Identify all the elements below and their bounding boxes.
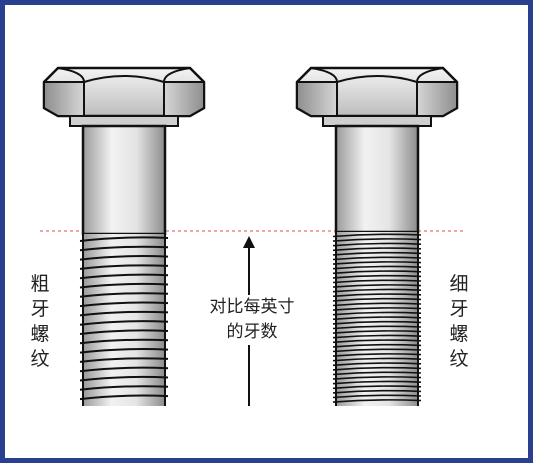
thread-line xyxy=(79,301,169,308)
fine-thread-label: 细 牙 螺 纹 xyxy=(447,272,471,372)
thread-line xyxy=(332,238,422,242)
thread-line xyxy=(79,292,169,298)
center-caption: 对比每英寸 的牙数 xyxy=(190,295,314,345)
thread-line xyxy=(79,329,169,335)
thread-line xyxy=(332,256,422,261)
thread-line xyxy=(79,394,169,401)
thread-line xyxy=(79,255,169,261)
thread-line xyxy=(332,316,422,321)
thread-line xyxy=(332,311,422,316)
thread-line xyxy=(332,320,422,325)
coarse-label-char-1: 粗 xyxy=(30,273,50,295)
thread-line xyxy=(332,325,422,330)
thread-line xyxy=(332,385,422,390)
thread-line xyxy=(79,236,169,242)
thread-line xyxy=(332,339,422,344)
thread-line xyxy=(332,330,422,334)
coarse-label-char-3: 螺 xyxy=(30,323,50,345)
thread-line xyxy=(332,343,422,348)
fine-label-char-1: 细 xyxy=(449,273,469,295)
caption-line-2: 的牙数 xyxy=(226,322,278,342)
thread-line xyxy=(79,385,169,391)
thread-line xyxy=(79,264,169,270)
thread-line xyxy=(332,334,422,339)
thread-line xyxy=(332,307,422,311)
thread-line xyxy=(332,371,422,376)
fine-label-char-4: 纹 xyxy=(449,348,469,370)
thread-line xyxy=(79,320,169,326)
thread-line xyxy=(79,273,169,280)
thread-line xyxy=(332,251,422,256)
thread-line xyxy=(332,380,422,385)
thread-line xyxy=(332,288,422,293)
thread-line xyxy=(79,348,169,354)
thread-line xyxy=(332,366,422,371)
thread-line xyxy=(332,362,422,367)
thread-line xyxy=(332,242,422,247)
thread-line xyxy=(332,353,422,357)
thread-line xyxy=(332,302,422,307)
coarse-label-char-2: 牙 xyxy=(30,298,50,320)
thread-line xyxy=(79,282,169,289)
fine-thread-bolt-icon xyxy=(295,66,459,406)
coarse-label-char-4: 纹 xyxy=(30,348,50,370)
thread-line xyxy=(332,270,422,275)
coarse-thread-bolt-icon xyxy=(42,66,206,406)
thread-line xyxy=(332,376,422,380)
coarse-thread-label: 粗 牙 螺 纹 xyxy=(28,272,52,372)
thread-line xyxy=(332,297,422,302)
thread-line xyxy=(332,274,422,279)
thread-line xyxy=(332,389,422,394)
thread-line xyxy=(79,338,169,345)
fine-label-char-3: 螺 xyxy=(449,323,469,345)
thread-line xyxy=(79,310,169,317)
thread-line xyxy=(79,375,169,382)
thread-line xyxy=(332,265,422,270)
thread-line xyxy=(79,366,169,373)
thread-line xyxy=(332,357,422,362)
thread-line xyxy=(332,284,422,288)
thread-line xyxy=(332,247,422,252)
thread-line xyxy=(332,261,422,265)
thread-line xyxy=(79,245,169,252)
thread-line xyxy=(332,293,422,298)
thread-line xyxy=(332,233,422,238)
thread-line xyxy=(332,394,422,399)
thread-line xyxy=(79,357,169,363)
thread-line xyxy=(332,399,422,403)
caption-line-1: 对比每英寸 xyxy=(209,297,295,317)
fine-label-char-2: 牙 xyxy=(449,298,469,320)
thread-line xyxy=(332,348,422,353)
thread-line xyxy=(332,279,422,284)
